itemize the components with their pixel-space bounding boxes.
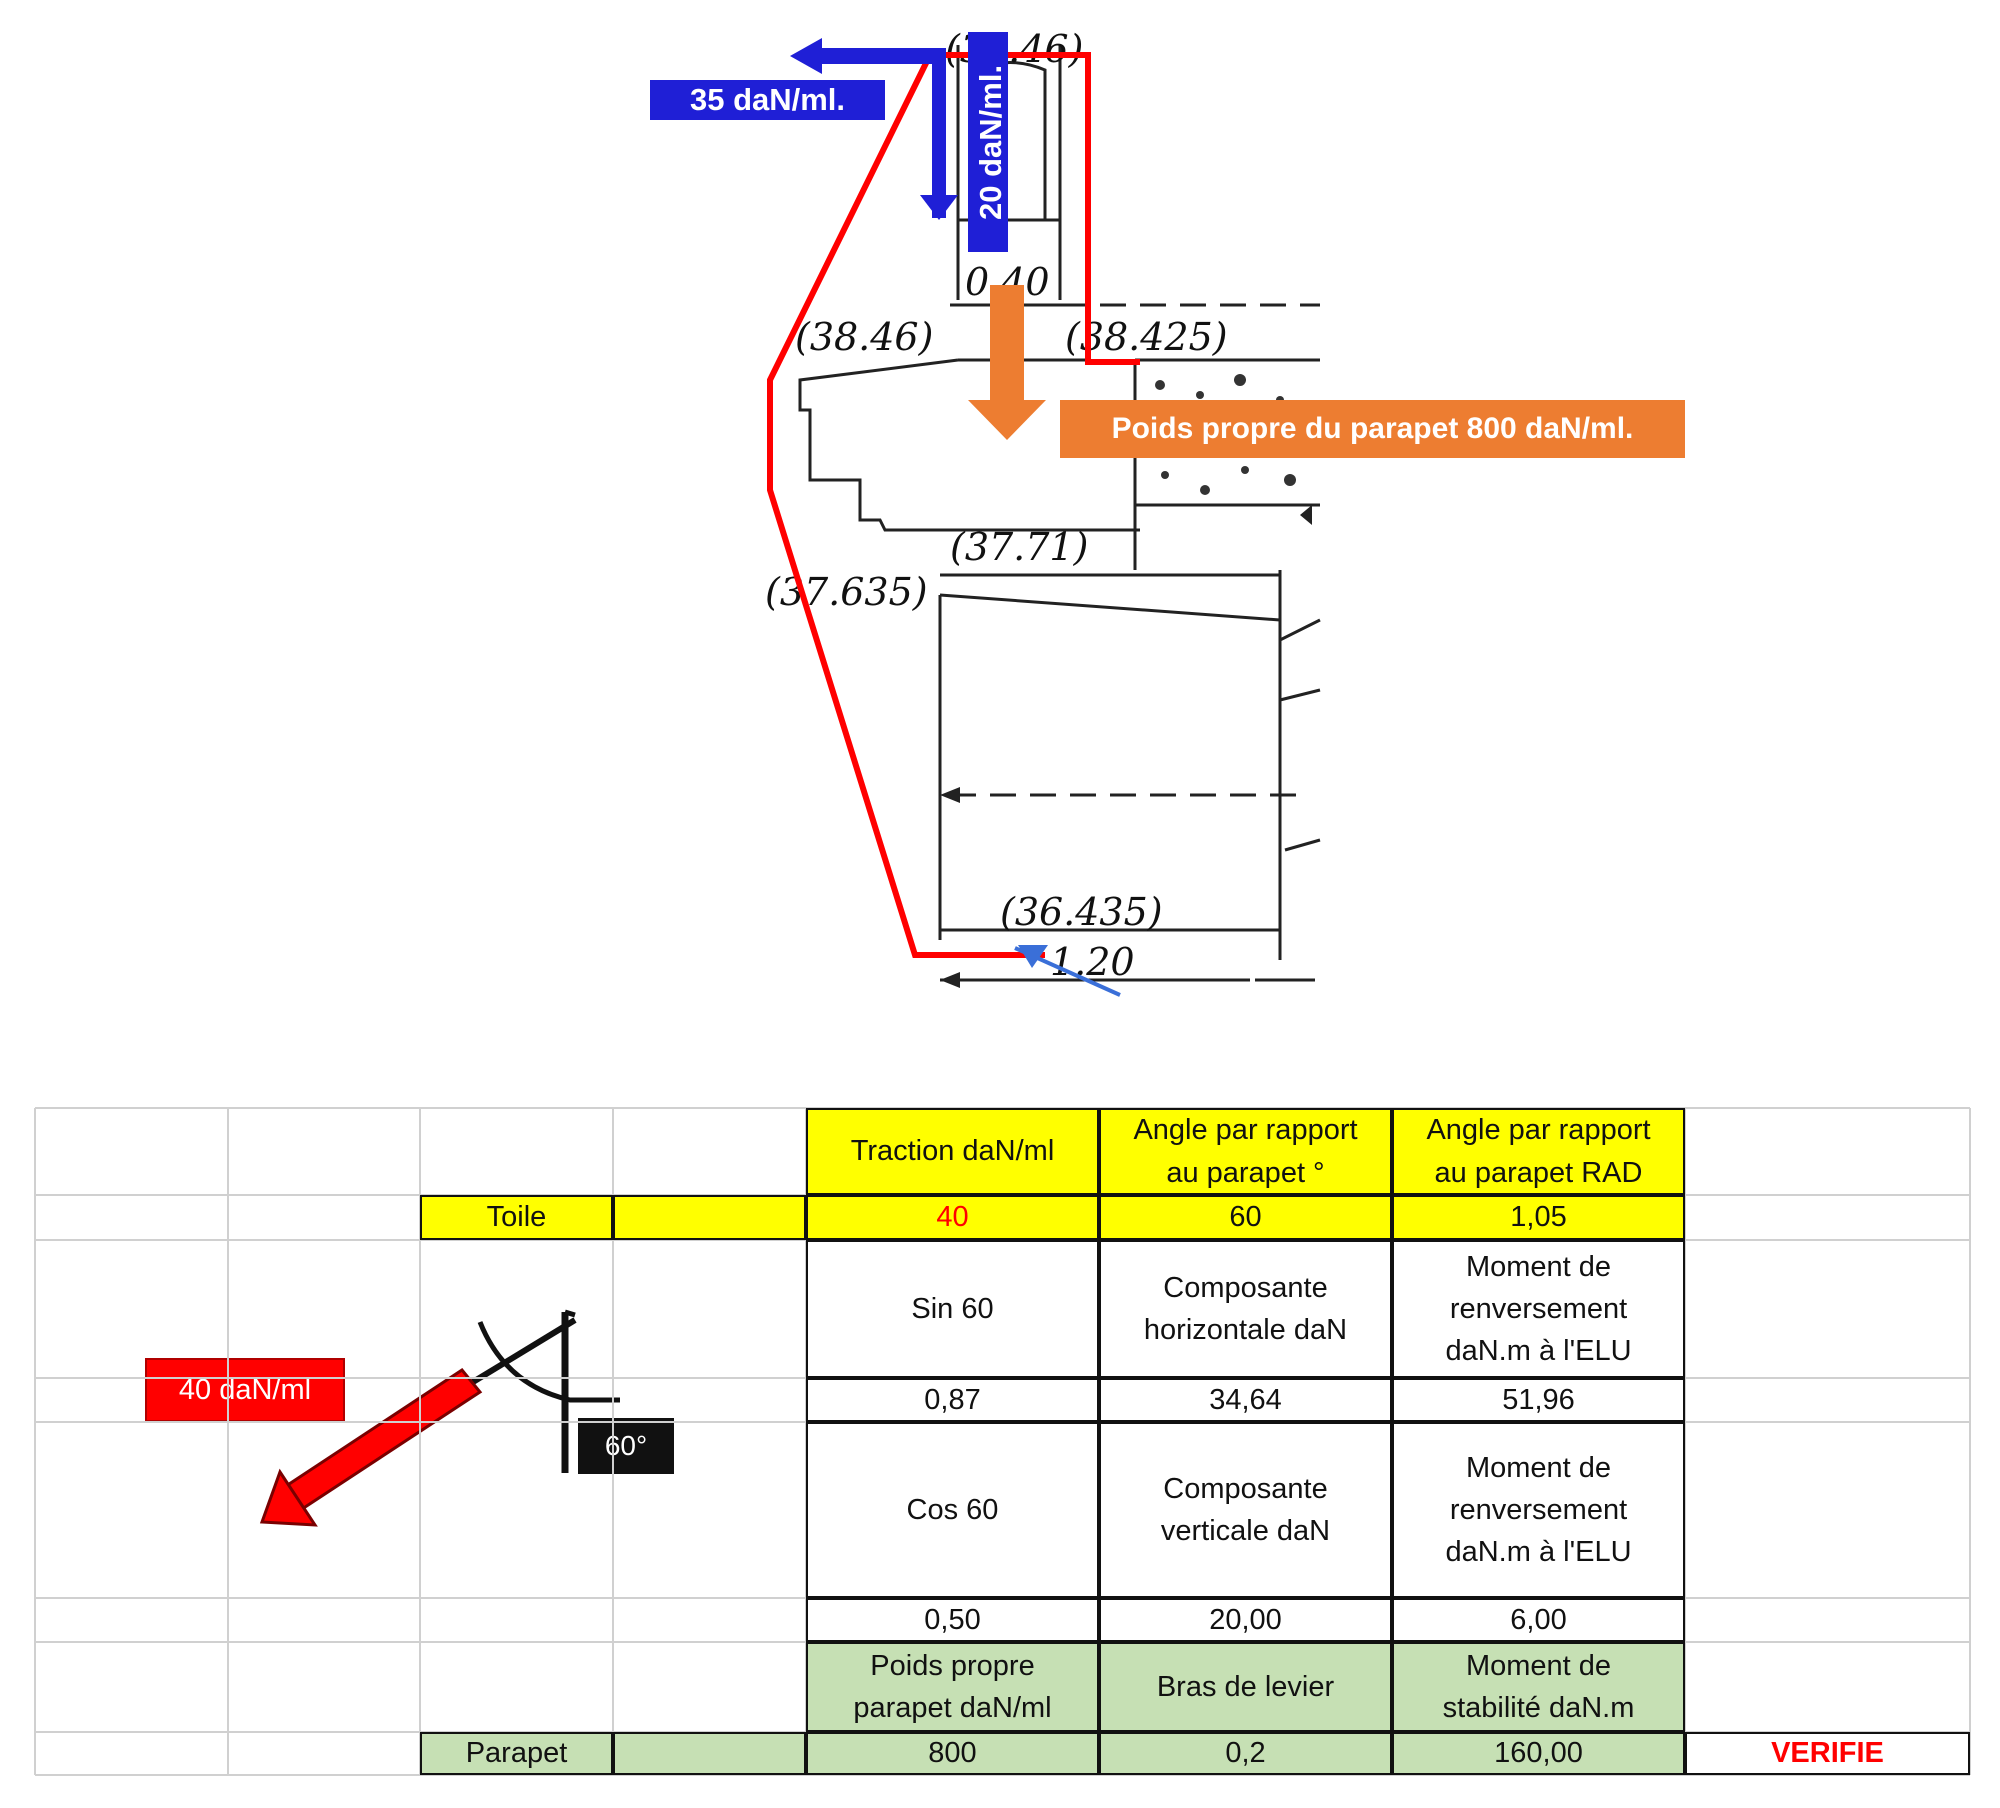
horizontal-load-label: 35 daN/ml.: [650, 80, 885, 120]
parapet-moment-value: 160,00: [1392, 1732, 1685, 1775]
header-traction: Traction daN/ml: [806, 1108, 1099, 1195]
vertical-load-box: [968, 32, 1008, 252]
dimension-ticks: [940, 505, 1312, 988]
horizontal-component-value: 34,64: [1099, 1378, 1392, 1422]
elevation-mid-left: (37.635): [765, 570, 928, 614]
self-weight-label: Poids propre du parapet 800 daN/ml.: [1060, 400, 1685, 458]
row-label-parapet: Parapet: [420, 1732, 613, 1775]
parapet-weight-value: 800: [806, 1732, 1099, 1775]
toile-angle-deg-value: 60: [1099, 1195, 1392, 1240]
vertical-load-label: 20 daN/ml.: [973, 65, 1008, 220]
overturning-moment-value-1: 51,96: [1392, 1378, 1685, 1422]
elevation-top-left: (38.46): [795, 315, 933, 359]
angle-label: 60°: [578, 1418, 674, 1474]
horizontal-load-arrow: [790, 38, 958, 220]
toile-spacer-cell: [613, 1195, 806, 1240]
elevation-bottom: (36.435): [1000, 890, 1163, 934]
dimension-bottom-width: 1.20: [1050, 940, 1135, 984]
verification-status: VERIFIE: [1685, 1732, 1970, 1775]
elevation-mid-right: (37.71): [950, 525, 1088, 569]
overturning-moment-value-2: 6,00: [1392, 1598, 1685, 1642]
parapet-lever-value: 0,2: [1099, 1732, 1392, 1775]
toile-angle-rad-value: 1,05: [1392, 1195, 1685, 1240]
tension-arrow: [259, 1309, 620, 1527]
tension-path: [767, 52, 1140, 958]
row-label-toile: Toile: [420, 1195, 613, 1240]
tension-pointer-head: [1018, 945, 1048, 968]
lever-arm-header: Bras de levier: [1099, 1642, 1392, 1732]
parapet-section-sketch: [798, 45, 1321, 982]
cos-label: Cos 60: [806, 1422, 1099, 1598]
self-weight-arrow: [968, 285, 1046, 440]
cos-value: 0,50: [806, 1598, 1099, 1642]
parapet-spacer-cell: [613, 1732, 806, 1775]
vertical-component-value: 20,00: [1099, 1598, 1392, 1642]
toile-traction-value: 40: [806, 1195, 1099, 1240]
sin-label: Sin 60: [806, 1240, 1099, 1378]
sin-value: 0,87: [806, 1378, 1099, 1422]
elevation-top-right: (38.425): [1065, 315, 1228, 359]
